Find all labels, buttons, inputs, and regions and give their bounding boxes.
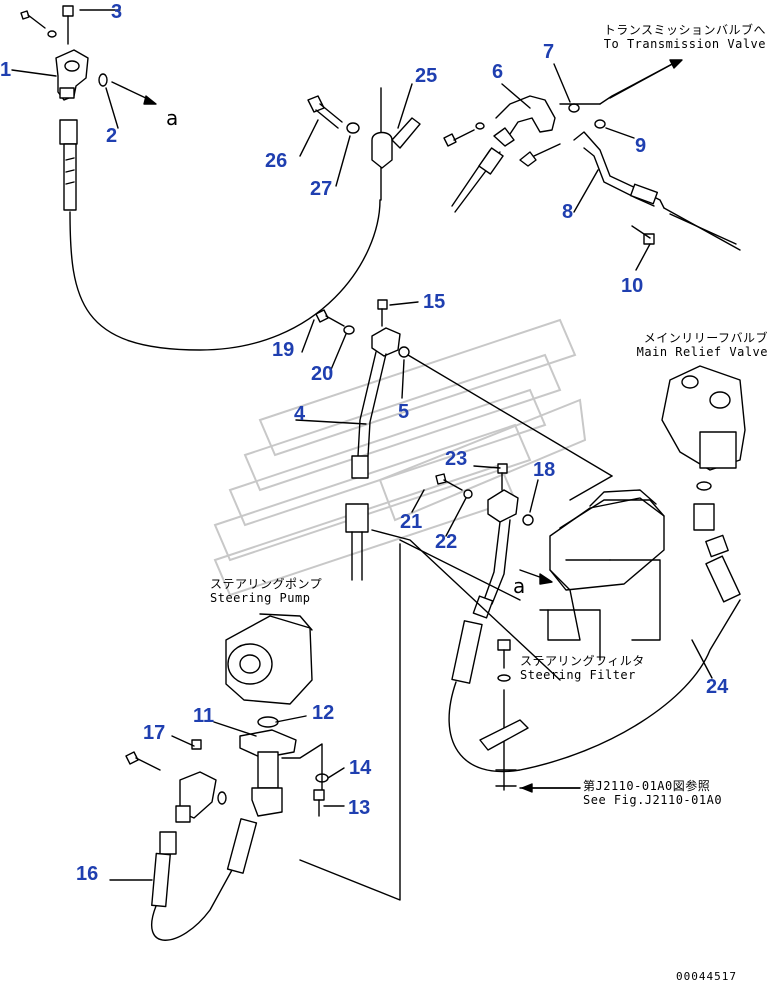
callout-10: 10 xyxy=(621,275,644,297)
part-25-clamp xyxy=(371,87,421,201)
main-relief-valve-jp: メインリリーフバルブ xyxy=(643,331,768,345)
part-20-washer xyxy=(343,325,355,335)
steering-filter-bolts xyxy=(479,639,529,791)
part-15-bolt xyxy=(377,299,388,327)
part-19-bolt xyxy=(315,309,345,327)
part-26-bolt xyxy=(307,95,343,129)
callout-8: 8 xyxy=(562,201,574,223)
callout-19: 19 xyxy=(272,339,295,361)
steering-pump xyxy=(225,613,313,728)
callout-25: 25 xyxy=(415,65,438,87)
part-3-bolt xyxy=(20,5,74,45)
annotation-see-fig: 第J2110-01A0図参照 See Fig.J2110-01A0 xyxy=(583,779,723,808)
part-9-o-ring xyxy=(594,119,606,129)
frame-line-left xyxy=(299,543,401,901)
hose-left-top xyxy=(59,119,381,351)
part-4-tube xyxy=(345,327,401,581)
part-21-tube xyxy=(448,489,741,773)
steering-valve-body xyxy=(539,489,665,661)
callout-3: 3 xyxy=(111,1,123,23)
transmission-valve-en: To Transmission Valve xyxy=(603,36,766,51)
part-11-flange xyxy=(239,729,323,817)
part-10-bolt xyxy=(631,225,655,245)
callout-13: 13 xyxy=(348,797,371,819)
callout-12: 12 xyxy=(312,702,335,724)
reference-a-mid: a xyxy=(513,574,526,598)
part-8-tube xyxy=(519,131,741,251)
annotation-main-relief-valve: メインリリーフバルブ Main Relief Valve xyxy=(600,331,768,360)
callout-2: 2 xyxy=(106,125,118,147)
callout-27: 27 xyxy=(310,178,333,200)
main-relief-valve xyxy=(661,365,746,603)
part-1-elbow-fitting xyxy=(55,49,89,101)
drawing-code: 00044517 xyxy=(676,970,737,983)
part-6-tube xyxy=(451,95,556,213)
callout-14: 14 xyxy=(349,757,372,779)
main-relief-valve-en: Main Relief Valve xyxy=(636,344,768,359)
steering-pump-en: Steering Pump xyxy=(210,590,311,605)
steering-filter-en: Steering Filter xyxy=(520,667,636,682)
part-13-bolt xyxy=(313,789,325,817)
part-bolt-6a xyxy=(443,122,485,147)
callout-18: 18 xyxy=(533,459,556,481)
reference-a-top: a xyxy=(166,106,179,130)
part-2-o-ring xyxy=(98,73,108,87)
callout-24: 24 xyxy=(706,676,729,698)
callout-11: 11 xyxy=(193,705,215,727)
part-7-o-ring xyxy=(559,61,677,113)
annotation-steering-filter: ステアリングフィルタ Steering Filter xyxy=(520,654,645,683)
part-27-washer xyxy=(346,122,360,134)
callout-26: 26 xyxy=(265,150,288,172)
part-16-hose xyxy=(150,818,258,941)
callout-7: 7 xyxy=(543,41,555,63)
callout-20: 20 xyxy=(311,363,334,385)
part-5-o-ring xyxy=(398,346,613,501)
callout-22: 22 xyxy=(435,531,458,553)
callout-1: 1 xyxy=(0,59,12,81)
part-22-bolt xyxy=(435,473,473,499)
callout-17: 17 xyxy=(143,722,166,744)
callout-21: 21 xyxy=(400,511,423,533)
frame-line-mid xyxy=(399,539,521,601)
callout-15: 15 xyxy=(423,291,446,313)
steering-filter-jp: ステアリングフィルタ xyxy=(520,654,645,668)
leader-pump-to-block xyxy=(371,529,561,681)
annotation-steering-pump: ステアリングポンプ Steering Pump xyxy=(210,577,323,606)
callout-5: 5 xyxy=(398,401,410,423)
transmission-valve-jp: トランスミッションバルブへ xyxy=(603,23,766,37)
callout-16: 16 xyxy=(76,863,99,885)
see-fig-jp: 第J2110-01A0図参照 xyxy=(583,779,711,793)
steering-pump-jp: ステアリングポンプ xyxy=(210,577,323,591)
annotation-transmission-valve: トランスミッションバルブへ To Transmission Valve xyxy=(560,23,766,52)
o-ring-pump xyxy=(217,791,227,805)
part-18-o-ring xyxy=(522,514,534,526)
see-fig-en: See Fig.J2110-01A0 xyxy=(583,792,723,807)
callout-6: 6 xyxy=(492,61,504,83)
part-17-elbow xyxy=(125,739,217,823)
callout-23: 23 xyxy=(445,448,468,470)
callout-4: 4 xyxy=(294,403,306,425)
callout-9: 9 xyxy=(635,135,647,157)
